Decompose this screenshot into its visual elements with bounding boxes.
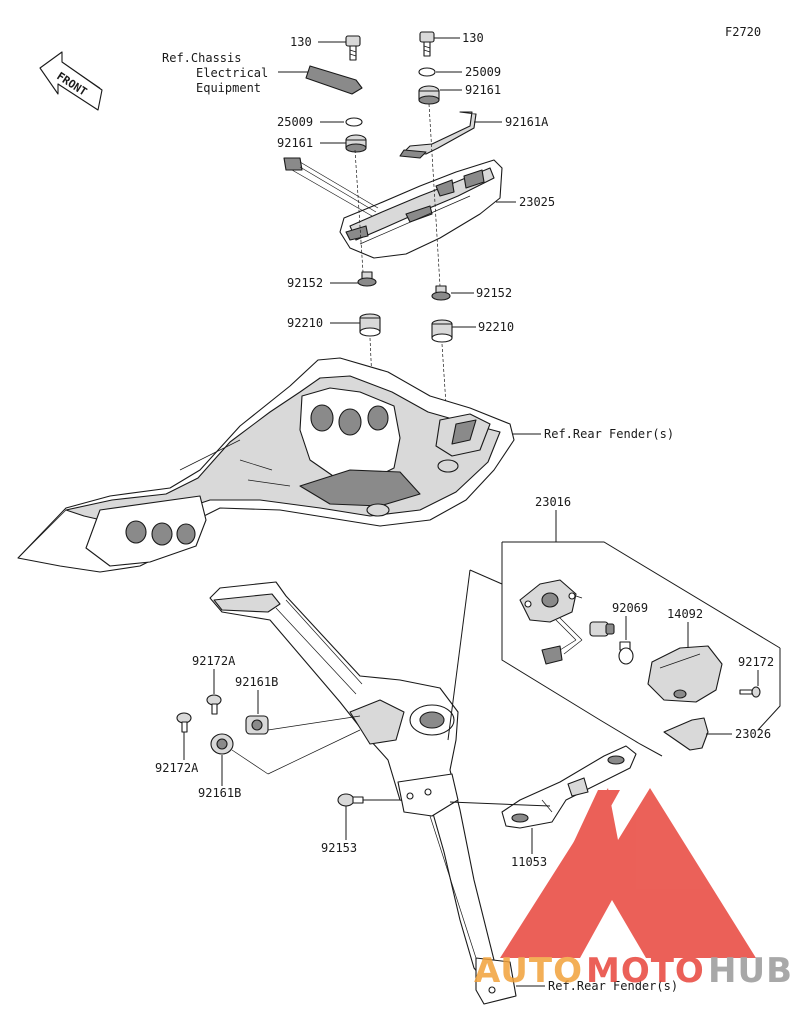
watermark-moto: MOTO [586, 951, 705, 991]
label-92161A: 92161A [505, 115, 549, 129]
label-23025: 23025 [519, 195, 555, 209]
grommet-92161B-top [245, 715, 269, 735]
license-plate-bracket [209, 581, 517, 1005]
ref-chassis-line1: Ref.Chassis [162, 51, 241, 65]
screw-92172A-bottom [176, 712, 192, 733]
bracket-92161A [399, 111, 477, 159]
lens-14092 [647, 645, 723, 703]
label-23026: 23026 [735, 727, 771, 741]
grommet-92161B-bottom [210, 733, 234, 755]
washer-25009-right [418, 67, 436, 77]
screw-92172A-top [206, 694, 222, 715]
bulb-92069 [618, 641, 634, 665]
label-92172A-top: 92172A [192, 654, 236, 668]
grommet-92161-right [418, 85, 440, 105]
label-23016: 23016 [535, 495, 571, 509]
label-92161-right: 92161 [465, 83, 501, 97]
damper-92210-right [431, 319, 453, 343]
watermark-triangle-icon [500, 788, 756, 958]
front-arrow-icon: FRONT [39, 51, 103, 111]
reflector-23026 [663, 717, 709, 751]
bolt-130-left [345, 35, 361, 61]
collar-92152-left [357, 271, 377, 287]
label-25009-left: 25009 [277, 115, 313, 129]
label-92172: 92172 [738, 655, 774, 669]
ref-chassis-line3: Equipment [196, 81, 261, 95]
label-92069: 92069 [612, 601, 648, 615]
ref-rear-fender-bottom: Ref.Rear Fender(s) [548, 979, 678, 993]
label-92161-left: 92161 [277, 136, 313, 150]
watermark-logo: AUTO MOTO HUB [474, 788, 793, 991]
watermark-auto: AUTO [474, 951, 583, 991]
grommet-92161-left [345, 134, 367, 153]
label-130-right: 130 [462, 31, 484, 45]
diagram-code: F2720 [725, 25, 761, 39]
label-92210-left: 92210 [287, 316, 323, 330]
label-14092: 14092 [667, 607, 703, 621]
tail-light-23025 [339, 159, 503, 259]
collar-92152-right [431, 285, 451, 301]
ref-rear-fender-top: Ref.Rear Fender(s) [544, 427, 674, 441]
label-92152-left: 92152 [287, 276, 323, 290]
label-92210-right: 92210 [478, 320, 514, 334]
bolt-92153 [337, 793, 364, 807]
tail-light-wiring [283, 157, 379, 217]
ref-chassis-line2: Electrical [196, 66, 268, 80]
label-92153: 92153 [321, 841, 357, 855]
screw-92172 [739, 686, 761, 698]
bracket-11053 [501, 745, 637, 829]
label-130-left: 130 [290, 35, 312, 49]
label-92152-right: 92152 [476, 286, 512, 300]
turn-signal-base [519, 579, 583, 623]
turn-signal-box-outline [447, 541, 781, 757]
label-25009-right: 25009 [465, 65, 501, 79]
label-92161B-top: 92161B [235, 675, 278, 689]
watermark-hub: HUB [708, 951, 793, 991]
damper-92210-left [359, 313, 381, 337]
label-92172A-bottom: 92172A [155, 761, 199, 775]
bolt-130-right [419, 31, 435, 57]
label-11053: 11053 [511, 855, 547, 869]
chassis-bracket [305, 65, 363, 95]
label-92161B-bottom: 92161B [198, 786, 241, 800]
bulb-socket [541, 617, 615, 665]
rear-fender [17, 357, 515, 573]
washer-25009-left [345, 117, 363, 127]
